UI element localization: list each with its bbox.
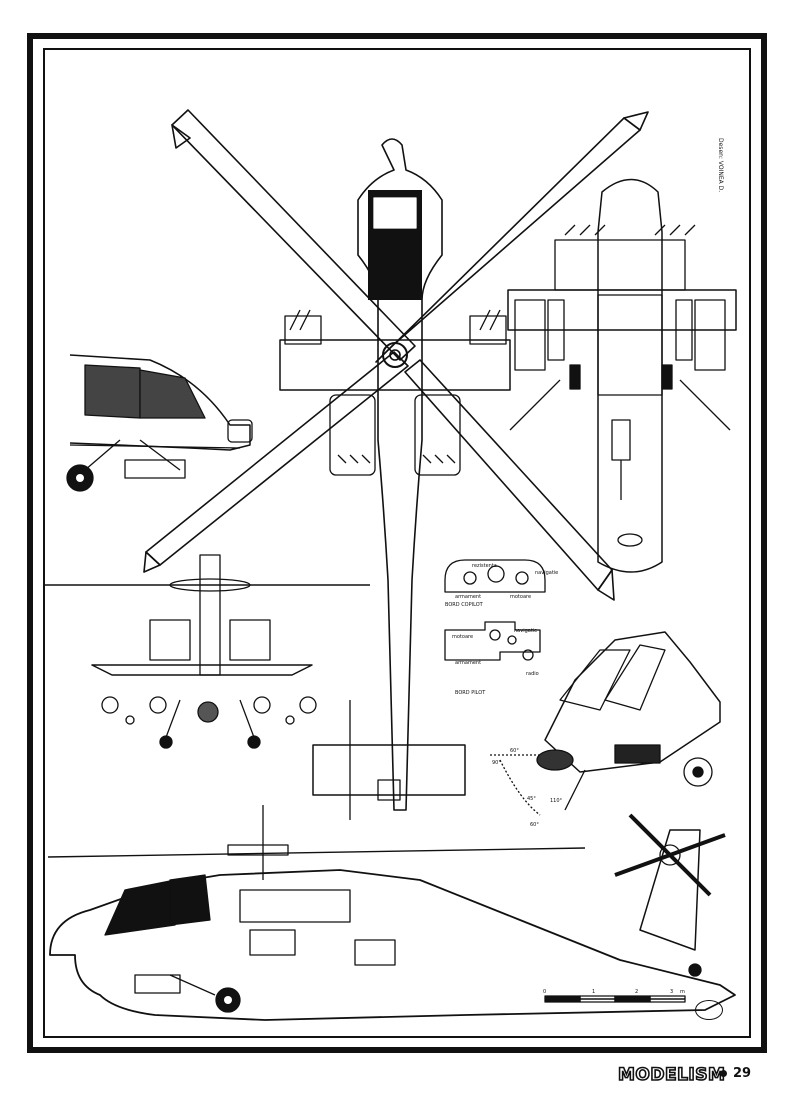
top-view	[143, 109, 649, 820]
rotor-blades-top	[143, 109, 649, 601]
angle-label-a: 90°	[492, 760, 501, 766]
pilot-panel-title: BORD PILOT	[455, 690, 486, 696]
magazine-brand: MODELISM	[617, 1064, 726, 1086]
pilot-panel-label-a: motoare	[452, 634, 474, 640]
scale-label-2: 2	[635, 989, 639, 995]
copilot-panel-label-c: armament	[455, 594, 482, 600]
copilot-panel-title: BORD COPILOT	[445, 602, 483, 608]
scale-label-0: 0	[543, 989, 547, 995]
signature-stamp	[695, 1000, 723, 1020]
scale-bar	[544, 995, 686, 1003]
pilot-panel-label-b: navigatie	[514, 628, 538, 634]
copilot-panel-label-d: motoare	[510, 594, 532, 600]
drawing-credit: Desen: VOINEA D.	[717, 138, 724, 193]
scale-unit: m	[680, 989, 685, 995]
angle-label-c: 45°	[527, 796, 536, 802]
cockpit-detail	[66, 354, 253, 492]
drawing-area	[43, 48, 751, 1038]
perspective-cockpit	[490, 631, 721, 816]
copilot-panel-label-b: navigatie	[535, 570, 559, 576]
angle-label-b: 60°	[510, 748, 519, 754]
scale-label-1: 1	[592, 989, 596, 995]
front-view	[45, 554, 370, 749]
pilot-panel-label-c: armament	[455, 660, 482, 666]
page-number: 29	[733, 1066, 752, 1081]
scale-label-3: 3	[670, 989, 674, 995]
angle-label-e: 60°	[530, 822, 539, 828]
copilot-panel-label-a: rezistenta	[472, 563, 497, 569]
footer-bullet	[720, 1070, 727, 1077]
bottom-view	[507, 178, 737, 573]
angle-label-d: 110°	[550, 798, 563, 804]
pilot-panel-label-d: radio	[526, 671, 539, 677]
side-view	[47, 805, 736, 1021]
outer-frame	[27, 33, 767, 1053]
instrument-panels	[444, 559, 546, 661]
